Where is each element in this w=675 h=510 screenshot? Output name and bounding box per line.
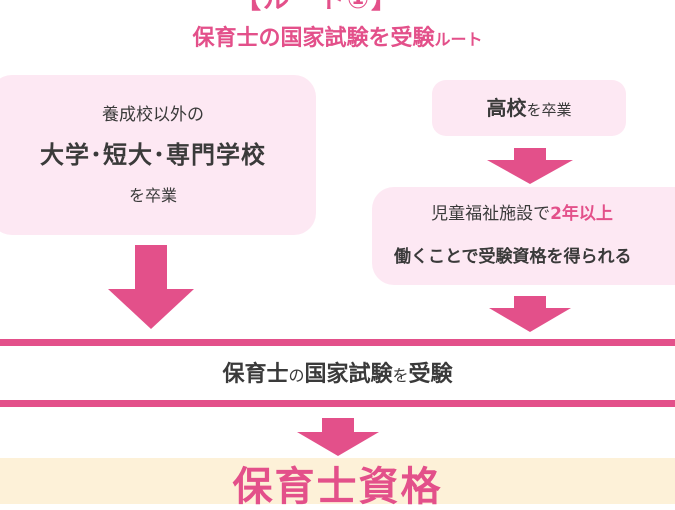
university-box-line2: 大学･短大･専門学校 (40, 141, 266, 169)
exam-label-c: 国家試験 (304, 362, 393, 387)
down-arrow-icon (489, 296, 571, 332)
exam-label-e: 受験 (408, 362, 453, 387)
welfare-box-line2: 働くことで受験資格を得られる (394, 247, 632, 267)
university-box-line1: 養成校以外の (102, 105, 204, 125)
exam-band-bottom-line (0, 400, 675, 407)
exam-label-a: 保育士 (222, 362, 289, 387)
university-graduate-box: 養成校以外の 大学･短大･専門学校 を卒業 (0, 75, 316, 235)
exam-band-top-line (0, 339, 675, 346)
welfare-box-line1: 児童福祉施設で2年以上 (372, 199, 672, 224)
down-arrow-icon (297, 418, 379, 456)
route-title-suffix: ルート (434, 30, 483, 49)
down-arrow-icon (487, 148, 573, 184)
highschool-graduate-box: 高校を卒業 (432, 80, 626, 136)
university-box-line3: を卒業 (128, 186, 177, 205)
welfare-facility-box: 児童福祉施設で2年以上 働くことで受験資格を得られる (372, 187, 675, 285)
result-label: 保育士資格 (232, 464, 443, 510)
highschool-box-suffix: を卒業 (526, 101, 572, 119)
exam-label-d: を (392, 366, 409, 385)
exam-label: 保育士の国家試験を受験 (0, 350, 675, 401)
highschool-box-text: 高校を卒業 (432, 80, 626, 138)
result-band (0, 458, 675, 504)
highschool-box-main: 高校 (486, 96, 527, 120)
welfare-box-line1-prefix: 児童福祉施設で (431, 204, 551, 224)
route-title: 保育士の国家試験を受験ルート (0, 22, 675, 57)
exam-label-b: の (288, 366, 305, 385)
welfare-box-highlight: 2年以上 (550, 204, 613, 224)
down-arrow-icon (108, 245, 194, 329)
route-title-main: 保育士の国家試験を受験 (192, 26, 435, 51)
route-badge: 【ルート①】 (234, 0, 399, 15)
